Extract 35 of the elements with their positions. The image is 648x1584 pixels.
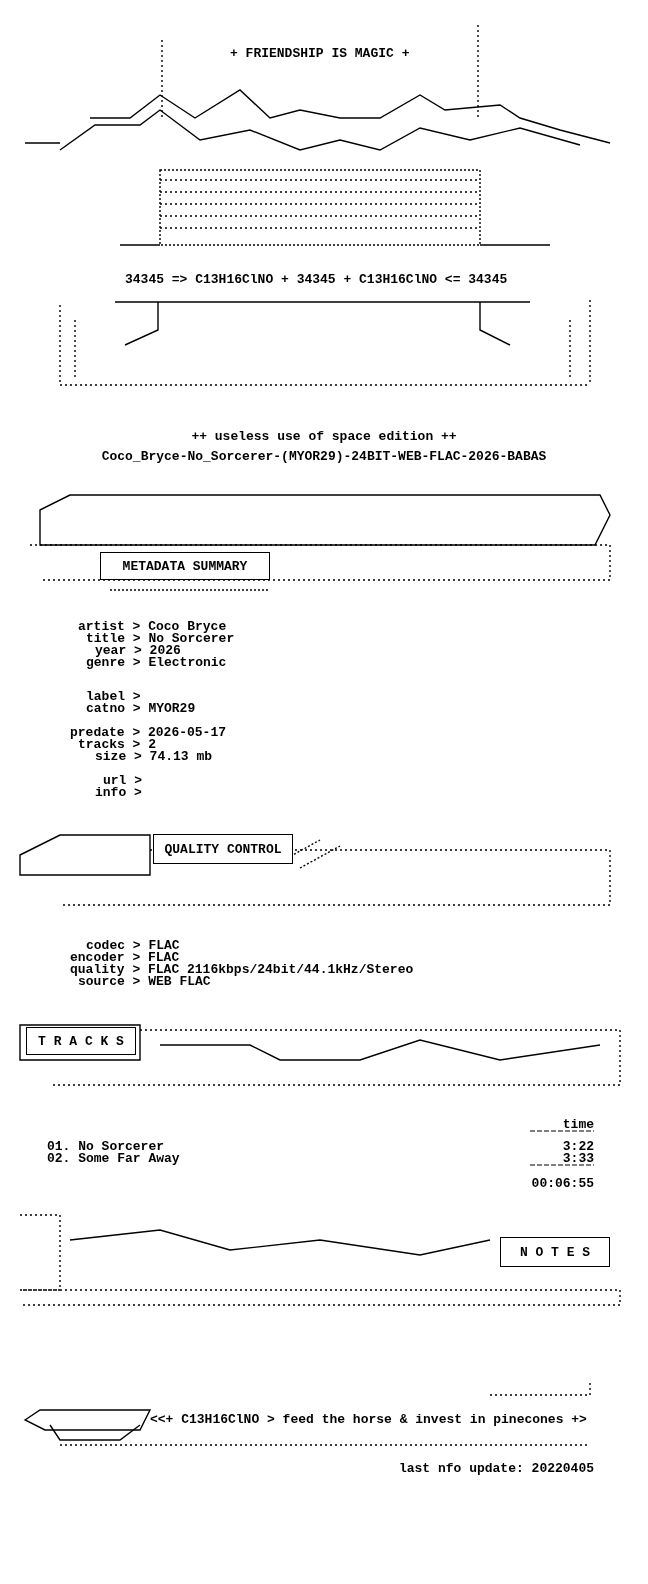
track-time: 3:33 xyxy=(562,1152,594,1165)
notes-line: <<+ C13H16ClNO > feed the horse & invest in pinecones +> xyxy=(150,1413,587,1426)
banner-heading: METADATA SUMMARY xyxy=(122,558,248,574)
column-header: time xyxy=(562,1118,594,1131)
metadata-row: info > xyxy=(95,786,142,799)
quality-row: encoder > FLAC xyxy=(70,951,180,964)
metadata-row: size > 74.13 mb xyxy=(95,750,213,763)
edition-line: ++ useless use of space edition ++ xyxy=(190,430,458,443)
quality-row: codec > FLAC xyxy=(86,939,180,952)
metadata-row: predate > 2026-05-17 xyxy=(70,726,227,739)
total-time: 00:06:55 xyxy=(531,1177,594,1190)
banner-box xyxy=(26,1027,136,1055)
release-name: Coco_Bryce-No_Sorcerer-(MYOR29)-24BIT-WEB-FLAC-2026-BABAS xyxy=(100,450,548,463)
metadata-row: title > No Sorcerer xyxy=(86,632,235,645)
metadata-row: artist > Coco Bryce xyxy=(78,620,227,633)
banner-box xyxy=(500,1237,610,1267)
metadata-row: catno > MYOR29 xyxy=(86,702,196,715)
banner-box xyxy=(153,834,293,864)
metadata-row: year > 2026 xyxy=(95,644,181,657)
metadata-row: genre > Electronic xyxy=(86,656,227,669)
banner-box xyxy=(100,552,270,580)
quality-row: source > WEB FLAC xyxy=(78,975,211,988)
metadata-row: url > xyxy=(103,774,142,787)
quality-row: quality > FLAC 2116kbps/24bit/44.1kHz/Stereo xyxy=(70,963,414,976)
metadata-row: label > xyxy=(86,690,141,703)
banner-heading: QUALITY CONTROL xyxy=(164,841,282,857)
banner-heading: N O T E S xyxy=(519,1244,591,1260)
update-date: last nfo update: 20220405 xyxy=(398,1462,594,1475)
metadata-row: tracks > 2 xyxy=(78,738,156,751)
track-title: 01. No Sorcerer xyxy=(47,1140,165,1153)
title: + FRIENDSHIP IS MAGIC + xyxy=(230,47,410,60)
banner-heading: T R A C K S xyxy=(38,1033,124,1049)
formula-line: 34345 => C13H16ClNO + 34345 + C13H16ClNO <= 34345 xyxy=(125,273,508,286)
track-time: 3:22 xyxy=(562,1140,594,1153)
track-title: 02. Some Far Away xyxy=(47,1152,180,1165)
